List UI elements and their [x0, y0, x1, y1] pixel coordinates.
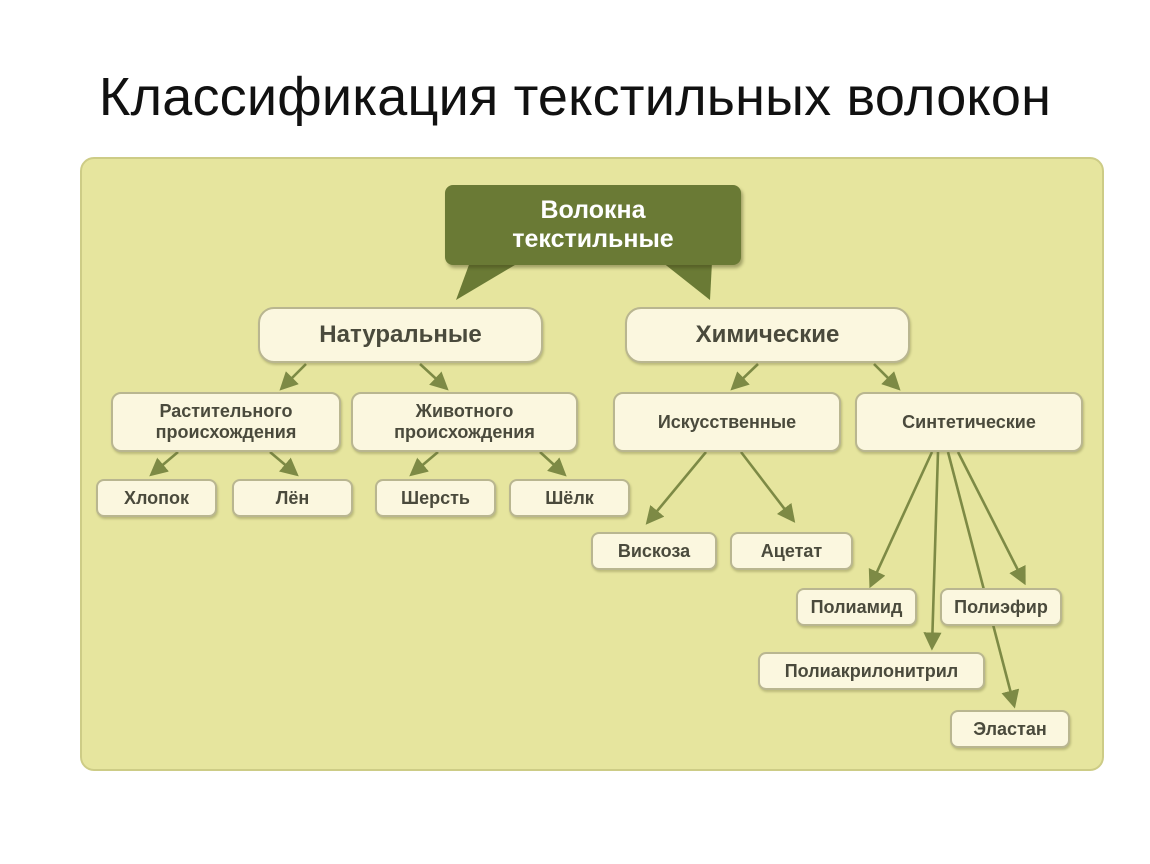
node-silk: Шёлк	[509, 479, 630, 517]
node-animal-line2: происхождения	[394, 422, 535, 442]
node-viscose: Вискоза	[591, 532, 717, 570]
arrow-animal-silk	[539, 451, 567, 477]
arrow-synthetic-polyamide	[868, 451, 934, 589]
arrow-animal-wool	[409, 451, 439, 477]
node-acetate: Ацетат	[730, 532, 853, 570]
node-polyamide-label: Полиамид	[810, 596, 903, 617]
node-silk-label: Шёлк	[545, 487, 594, 508]
node-natural: Натуральные	[258, 307, 543, 363]
node-animal-line1: Животного	[415, 401, 514, 422]
arrow-plant-linen	[269, 451, 299, 477]
arrow-synthetic-pan	[923, 451, 942, 651]
arrow-artificial-acetate	[739, 451, 796, 523]
arrow-chemical-artificial	[730, 363, 759, 391]
node-viscose-label: Вискоза	[617, 540, 691, 561]
node-linen: Лён	[232, 479, 353, 517]
node-polyester: Полиэфир	[940, 588, 1062, 626]
node-elastane-label: Эластан	[973, 718, 1047, 739]
node-chemical: Химические	[625, 307, 910, 363]
node-acetate-label: Ацетат	[760, 540, 823, 561]
node-synthetic-label: Синтетические	[902, 411, 1036, 432]
arrow-plant-cotton	[149, 451, 179, 477]
node-plant-line2: происхождения	[155, 422, 297, 442]
root-line2: текстильные	[512, 225, 674, 253]
node-polyacrylonitrile: Полиакрилонитрил	[758, 652, 985, 690]
root-tail-right	[662, 262, 712, 300]
node-synthetic: Синтетические	[855, 392, 1083, 452]
arrow-natural-plant	[279, 363, 307, 391]
page-title: Классификация текстильных волокон	[98, 67, 1052, 127]
node-linen-label: Лён	[275, 487, 310, 508]
node-cotton-label: Хлопок	[123, 487, 190, 508]
node-natural-label: Натуральные	[319, 321, 482, 349]
root-tail-left	[456, 262, 520, 300]
node-animal-origin: Животного происхождения	[351, 392, 578, 452]
node-elastane: Эластан	[950, 710, 1070, 748]
node-artificial: Искусственные	[613, 392, 841, 452]
node-plant-line1: Растительного	[159, 401, 293, 422]
node-chemical-label: Химические	[695, 321, 840, 349]
node-wool: Шерсть	[375, 479, 496, 517]
arrow-synthetic-elastane	[946, 451, 1020, 709]
node-polyamide: Полиамид	[796, 588, 917, 626]
node-wool-label: Шерсть	[401, 487, 470, 508]
arrow-synthetic-polyester	[956, 451, 1026, 586]
node-textile-fibers: Волокна текстильные	[445, 185, 741, 265]
root-line1: Волокна	[540, 196, 646, 225]
node-plant-origin: Растительного происхождения	[111, 392, 341, 452]
node-polyacrylonitrile-label: Полиакрилонитрил	[784, 660, 959, 681]
arrow-natural-animal	[419, 363, 449, 391]
node-polyester-label: Полиэфир	[954, 596, 1048, 617]
node-cotton: Хлопок	[96, 479, 217, 517]
arrow-artificial-viscose	[645, 451, 708, 525]
arrow-chemical-synthetic	[873, 363, 901, 391]
node-artificial-label: Искусственные	[657, 411, 797, 432]
